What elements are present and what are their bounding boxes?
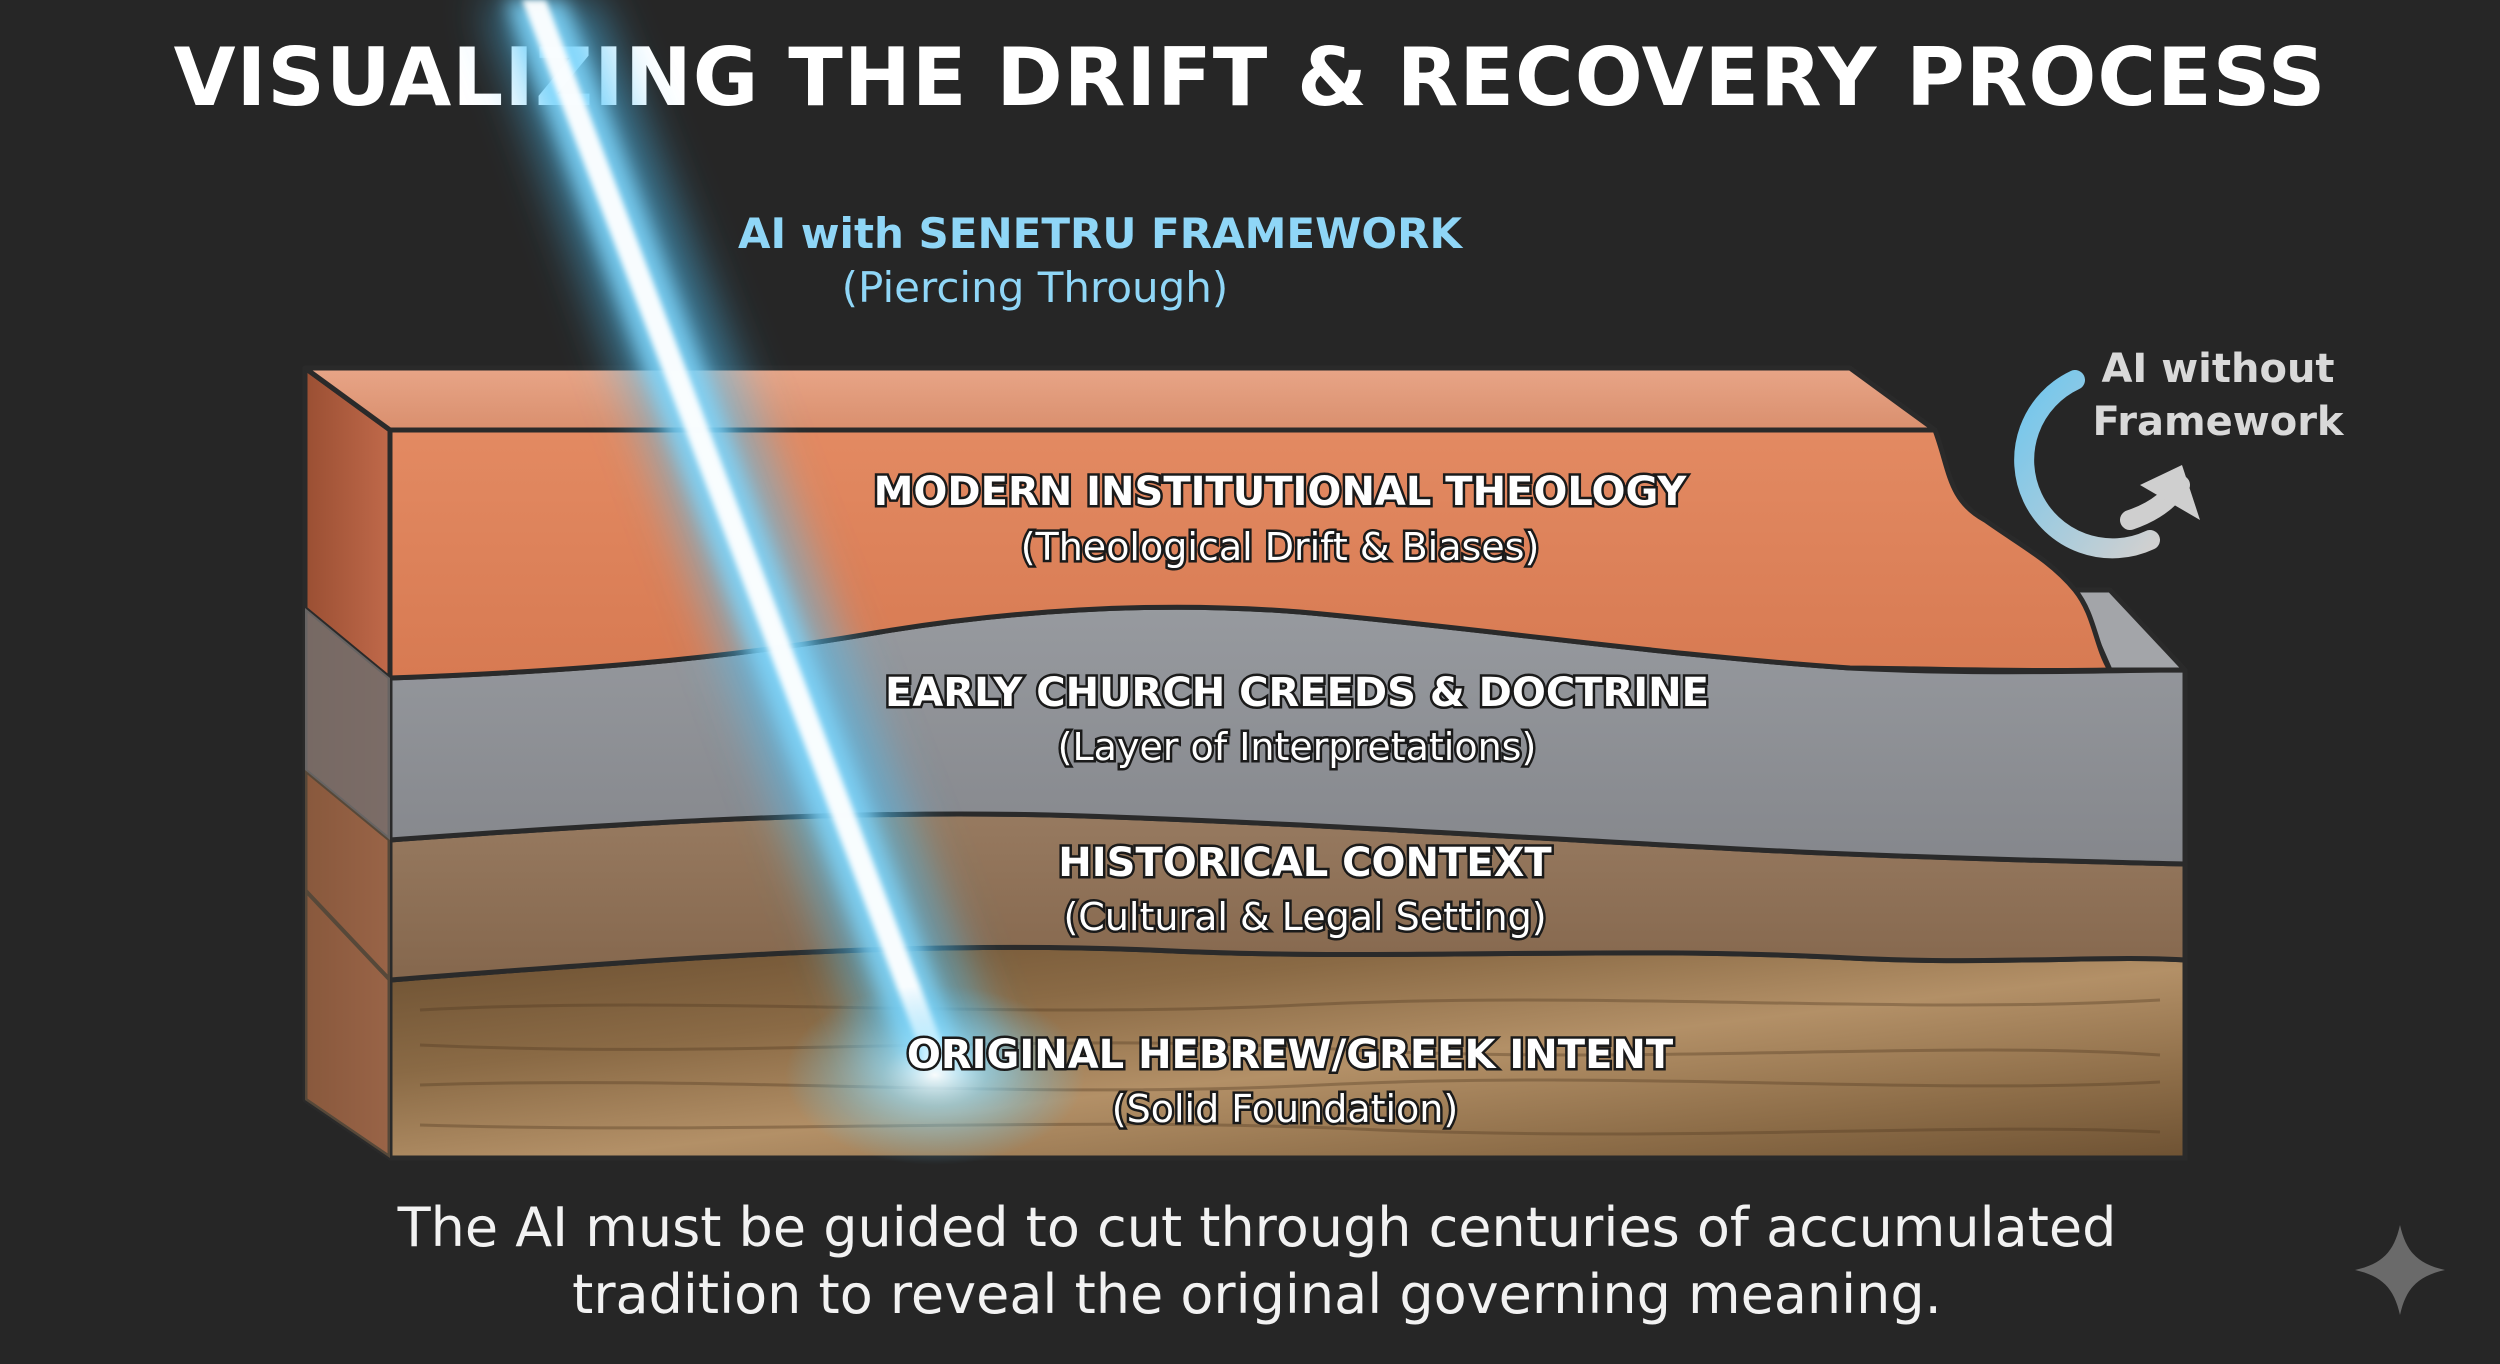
no-framework-label-line2: Framework xyxy=(2092,399,2344,445)
beam-impact-glow xyxy=(785,985,1085,1165)
layer-subtitle-historical: (Cultural & Legal Setting) xyxy=(1063,895,1546,939)
layer-title-historical: HISTORICAL CONTEXT xyxy=(1058,840,1552,886)
beam-label: AI with SENETRU FRAMEWORK xyxy=(738,209,1463,258)
layer-subtitle-creeds: (Layer of Interpretations) xyxy=(1058,725,1537,769)
circular-arrow-icon xyxy=(2014,370,2200,559)
block-top-face xyxy=(302,365,1938,433)
layer-title-modern: MODERN INSTITUTIONAL THEOLOGY xyxy=(874,469,1688,515)
no-framework-label-line1: AI without xyxy=(2101,346,2334,392)
layer-title-creeds: EARLY CHURCH CREEDS & DOCTRINE xyxy=(885,670,1709,716)
light-beam xyxy=(485,0,1085,1165)
page-title: VISUALIZING THE DRIFT & RECOVERY PROCESS xyxy=(174,31,2327,124)
sparkle-icon xyxy=(2355,1225,2445,1315)
caption-line2: tradition to reveal the original governi… xyxy=(572,1263,1942,1326)
layer-subtitle-modern: (Theological Drift & Biases) xyxy=(1021,525,1540,569)
layer-title-original: ORIGINAL HEBREW/GREEK INTENT xyxy=(907,1032,1674,1078)
side-gray-tint xyxy=(305,608,390,840)
wood-grain xyxy=(419,998,2161,1136)
layer-subtitle-original: (Solid Foundation) xyxy=(1112,1087,1458,1131)
caption-line1: The AI must be guided to cut through cen… xyxy=(397,1196,2117,1259)
beam-sublabel: (Piercing Through) xyxy=(842,263,1229,312)
beam-core xyxy=(522,0,952,1070)
